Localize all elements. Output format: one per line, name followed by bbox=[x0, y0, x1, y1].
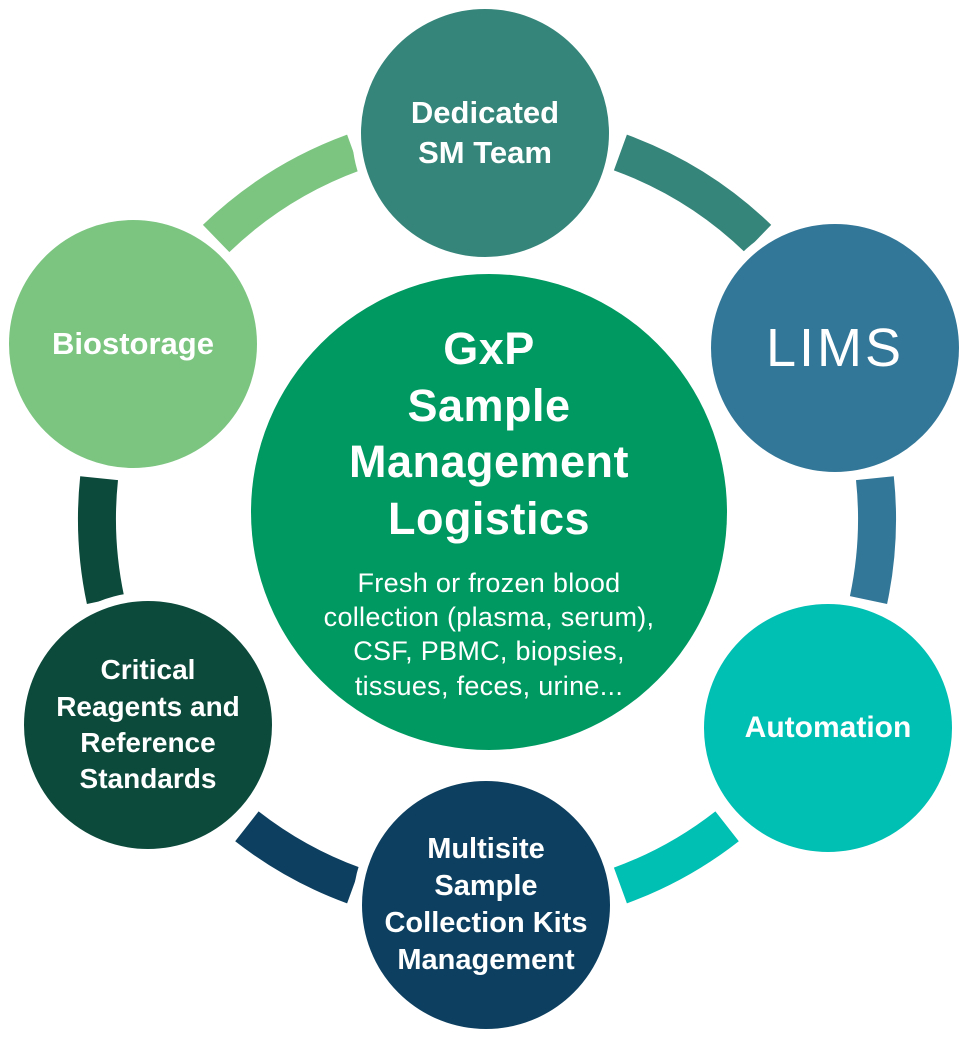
node-label-line: Management bbox=[397, 944, 575, 977]
node-label-line: Multisite bbox=[427, 832, 545, 865]
node-label-line: Reagents and bbox=[56, 690, 240, 722]
node-dedicated-sm-team: Dedicated SM Team bbox=[352, 0, 618, 266]
node-label-line: Standards bbox=[79, 763, 217, 795]
center-subtitle: Fresh or frozen blood collection (plasma… bbox=[324, 566, 655, 703]
node-label-line: Biostorage bbox=[52, 326, 214, 361]
node-label-line: Reference bbox=[80, 727, 216, 758]
node-automation: Automation bbox=[695, 595, 961, 861]
node-lims: LIMS bbox=[702, 215, 968, 481]
center-heading-line: GxP bbox=[443, 323, 535, 375]
ring-arc-lims-to-automation bbox=[849, 476, 897, 605]
node-multisite-sample-collection-kits-management: Multisite Sample Collection Kits Managem… bbox=[353, 772, 619, 1038]
center-heading: GxP Sample Management Logistics bbox=[349, 321, 629, 548]
node-label-line: Dedicated bbox=[410, 94, 560, 130]
ring-arc-automation-to-multisite bbox=[613, 811, 739, 904]
center-heading-line: Logistics bbox=[387, 493, 591, 545]
center-heading-line: Sample bbox=[407, 379, 571, 431]
ring-arc-critical-to-biostorage bbox=[77, 476, 125, 605]
node-critical-reagents-and-reference-standards: Critical Reagents and Reference Standard… bbox=[15, 592, 281, 858]
center-circle-gxp-sample-management-logistics: GxP Sample Management Logistics Fresh or… bbox=[251, 274, 727, 750]
node-label-line: SM Team bbox=[418, 135, 552, 170]
node-label-line: Automation bbox=[744, 711, 912, 744]
center-subtitle-line: collection (plasma, serum), bbox=[323, 602, 655, 633]
center-subtitle-line: tissues, feces, urine... bbox=[354, 670, 624, 701]
center-subtitle-line: Fresh or frozen blood bbox=[357, 567, 621, 598]
node-label-line: Sample bbox=[434, 869, 538, 902]
center-subtitle-line: CSF, PBMC, biopsies, bbox=[353, 636, 625, 667]
node-biostorage: Biostorage bbox=[0, 211, 266, 477]
node-label-line: LIMS bbox=[765, 318, 905, 378]
center-heading-line: Management bbox=[348, 436, 630, 488]
ring-arc-dedicated-to-lims bbox=[613, 134, 772, 253]
node-label-line: Collection Kits bbox=[384, 907, 588, 939]
node-label-line: Critical bbox=[100, 654, 196, 686]
ring-arc-biostorage-to-dedicated bbox=[202, 134, 361, 253]
ring-arc-multisite-to-critical bbox=[235, 811, 361, 904]
